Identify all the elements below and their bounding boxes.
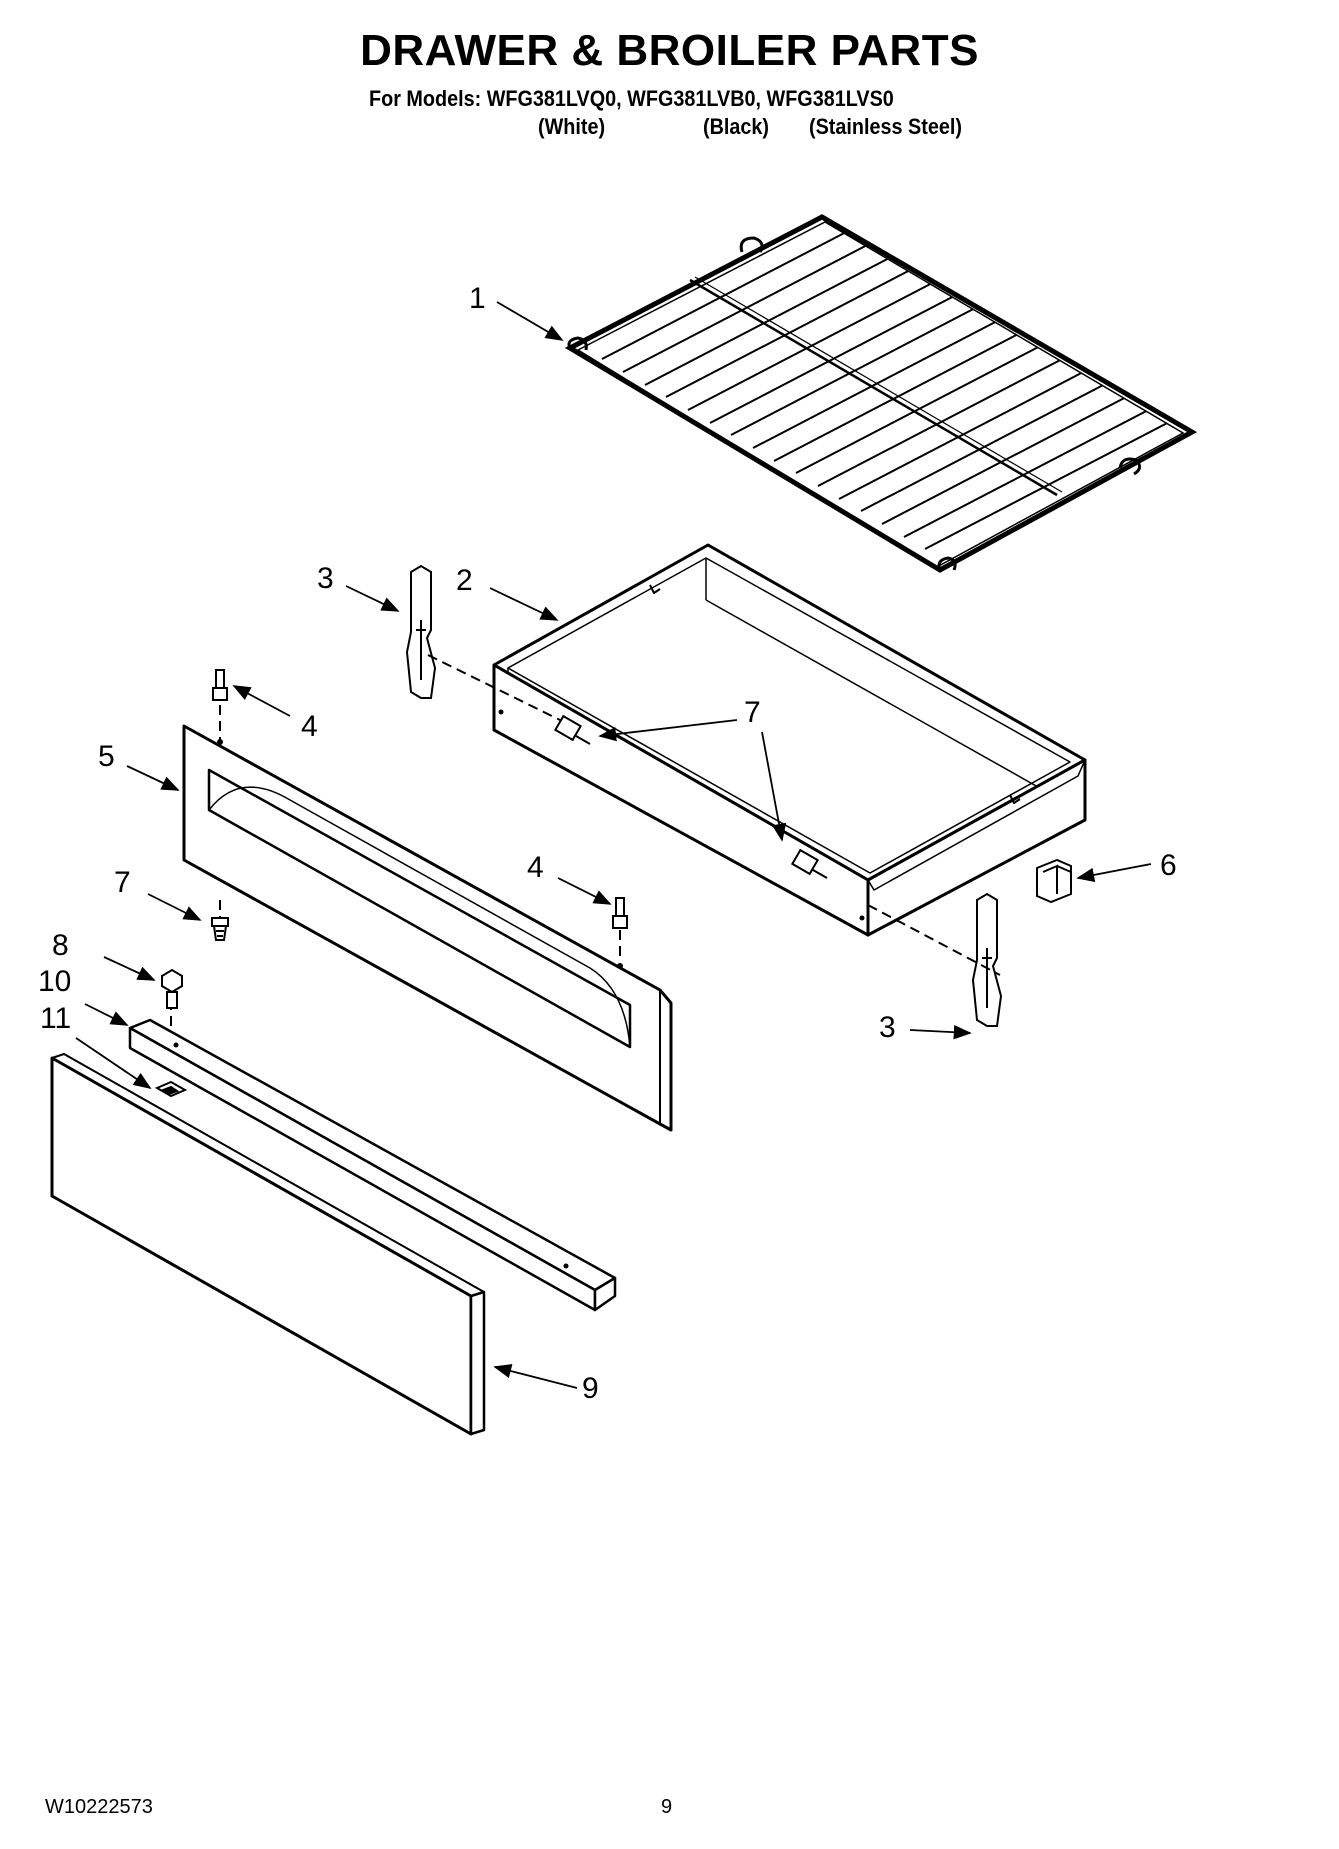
bolt-part-8: [161, 968, 183, 1009]
callout-5: 5: [98, 740, 115, 773]
screw-part-7-drawer-left: [553, 714, 591, 745]
drawer-glide-part-3-right: [971, 892, 1003, 1027]
callout-8: 8: [52, 929, 69, 962]
oven-rack-part-1: [564, 214, 1198, 573]
callout-4-bottom: 4: [527, 851, 544, 884]
callout-arrows: [75, 301, 1152, 1389]
clip-part-11: [154, 1080, 188, 1098]
callout-1: 1: [469, 282, 486, 315]
callout-4-top: 4: [301, 710, 318, 743]
page-title: DRAWER & BROILER PARTS: [360, 26, 979, 75]
variant-stainless-steel: (Stainless Steel): [809, 114, 962, 139]
callout-7-drawer: 7: [744, 696, 761, 729]
callout-2: 2: [456, 564, 473, 597]
stud-part-4-top: [212, 669, 228, 701]
variant-black: (Black): [703, 114, 770, 139]
broiler-front-panel-part-9: [50, 1053, 486, 1436]
callout-10: 10: [38, 965, 71, 998]
callout-9: 9: [582, 1372, 599, 1405]
stud-part-4-bottom: [612, 897, 628, 929]
document-number: W10222573: [45, 1796, 153, 1818]
page-number: 9: [661, 1796, 673, 1818]
clip-part-6: [1036, 858, 1072, 904]
callout-6: 6: [1160, 849, 1177, 882]
callout-3-right: 3: [879, 1011, 896, 1044]
drawer-glide-part-3-left: [405, 564, 437, 699]
callout-7-panel: 7: [114, 866, 131, 899]
callout-3-left: 3: [317, 562, 334, 595]
screw-part-7-panel: [211, 917, 229, 941]
variant-white: (White): [538, 114, 606, 139]
trim-bar-part-10: [128, 1018, 617, 1312]
drawer-front-panel-part-5: [182, 724, 673, 1132]
callout-11: 11: [40, 1002, 71, 1035]
models-line: For Models: WFG381LVQ0, WFG381LVB0, WFG3…: [369, 86, 894, 111]
broiler-drawer-part-2: [492, 543, 1087, 937]
screw-part-7-drawer-right: [790, 848, 828, 879]
